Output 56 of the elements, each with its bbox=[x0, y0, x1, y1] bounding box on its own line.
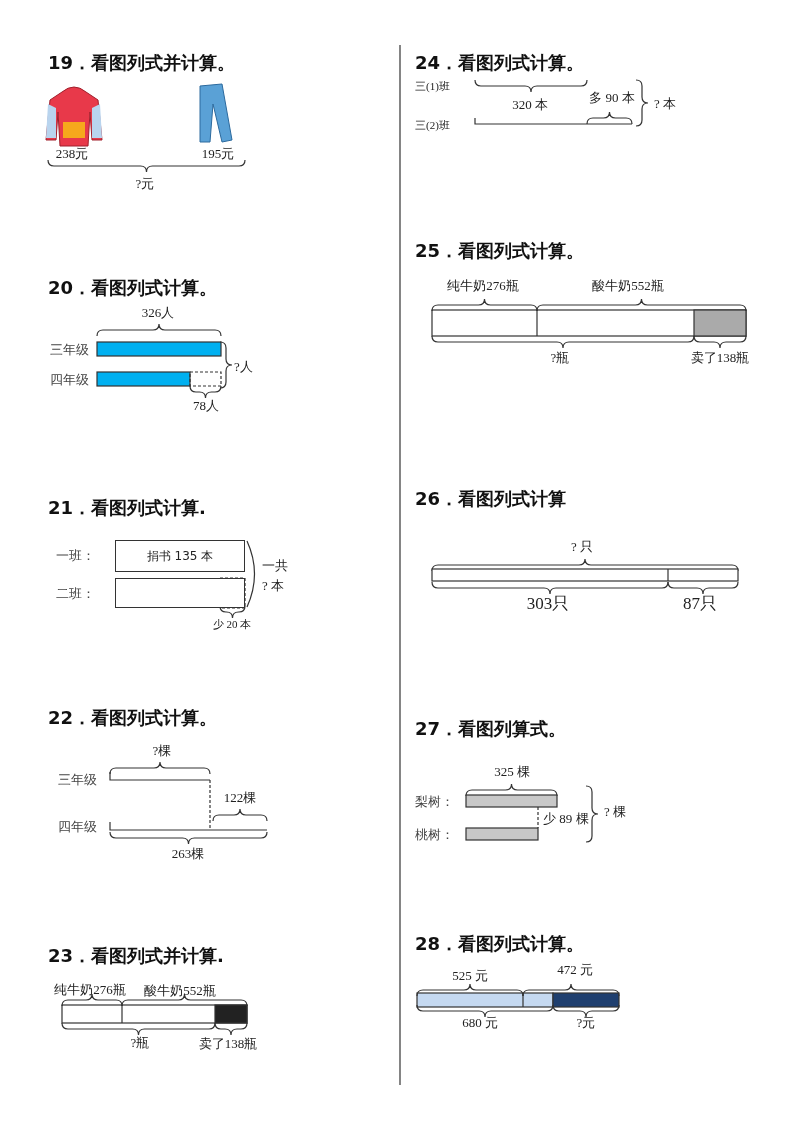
quantity-label: ? 本 bbox=[654, 96, 677, 111]
row-label: 梨树： bbox=[415, 794, 454, 809]
quantity-label: 少 20 本 bbox=[212, 617, 252, 632]
quantity-label: 325 棵 bbox=[494, 764, 530, 779]
quantity-label: 酸牛奶552瓶 bbox=[592, 278, 664, 293]
quantity-label: 263棵 bbox=[171, 846, 205, 861]
bar-label: 捐书 135 本 bbox=[146, 547, 214, 565]
quantity-label: ?元 bbox=[135, 176, 155, 191]
quantity-label: 87只 bbox=[683, 596, 717, 611]
quantity-label: 纯牛奶276瓶 bbox=[447, 278, 519, 293]
quantity-label: ?瓶 bbox=[130, 1035, 150, 1050]
row-label: 一班： bbox=[56, 548, 95, 563]
quantity-label: 238元 bbox=[55, 146, 89, 161]
row-label: 三年级 bbox=[50, 342, 89, 357]
quantity-label: 326人 bbox=[141, 305, 175, 320]
question-heading: 26．看图列式计算 bbox=[415, 488, 567, 510]
quantity-label: 680 元 bbox=[462, 1015, 498, 1030]
question-heading: 20．看图列式计算。 bbox=[48, 277, 218, 299]
quantity-label: 少 89 棵 bbox=[543, 811, 589, 826]
quantity-label: 122棵 bbox=[223, 790, 257, 805]
quantity-label: 303只 bbox=[526, 596, 570, 611]
quantity-label: ? 只 bbox=[571, 539, 593, 554]
quantity-label: ?元 bbox=[576, 1015, 596, 1030]
question-heading: 22．看图列式计算。 bbox=[48, 707, 218, 729]
blank-bar bbox=[115, 578, 245, 608]
quantity-label: 三(1)班 bbox=[415, 79, 450, 94]
row-label: 四年级 bbox=[58, 819, 97, 834]
quantity-label: ?棵 bbox=[152, 743, 172, 758]
quantity-label: 195元 bbox=[201, 146, 235, 161]
quantity-label: ?人 bbox=[234, 359, 253, 374]
quantity-label: 一共 bbox=[262, 558, 288, 573]
quantity-label: 酸牛奶552瓶 bbox=[144, 983, 216, 998]
quantity-label: 三(2)班 bbox=[415, 118, 450, 133]
quantity-bar bbox=[115, 540, 245, 572]
quantity-label: 525 元 bbox=[452, 968, 488, 983]
row-label: 三年级 bbox=[58, 772, 97, 787]
quantity-label: 472 元 bbox=[557, 962, 593, 977]
quantity-label: 卖了138瓶 bbox=[690, 350, 750, 365]
row-label: 四年级 bbox=[50, 372, 89, 387]
question-heading: 24．看图列式计算。 bbox=[415, 52, 585, 74]
question-heading: 28．看图列式计算。 bbox=[415, 933, 585, 955]
quantity-label: 78人 bbox=[193, 398, 219, 413]
row-label: 二班： bbox=[56, 586, 95, 601]
quantity-label: ?瓶 bbox=[550, 350, 570, 365]
quantity-label: 多 90 本 bbox=[589, 90, 635, 105]
question-heading: 25．看图列式计算。 bbox=[415, 240, 585, 262]
row-label: 桃树： bbox=[415, 827, 454, 842]
question-heading: 21．看图列式计算. bbox=[48, 497, 206, 519]
quantity-label: 320 本 bbox=[512, 97, 548, 112]
quantity-label: 纯牛奶276瓶 bbox=[54, 982, 126, 997]
quantity-label: ? 本 bbox=[262, 578, 285, 593]
question-heading: 23．看图列式并计算. bbox=[48, 945, 224, 967]
quantity-label: ? 棵 bbox=[604, 804, 627, 819]
question-heading: 27．看图列算式。 bbox=[415, 718, 567, 740]
quantity-label: 卖了138瓶 bbox=[198, 1036, 258, 1051]
question-heading: 19．看图列式并计算。 bbox=[48, 52, 236, 74]
